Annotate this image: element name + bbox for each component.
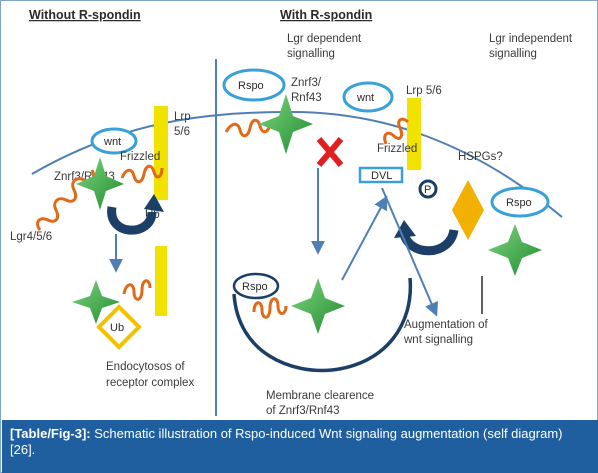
wnt-ellipse-right bbox=[342, 81, 394, 113]
ub-diamond-icon bbox=[96, 304, 142, 350]
frizzled-coil-endocytosed bbox=[122, 279, 152, 301]
heading-with-rspondin: With R-spondin bbox=[280, 8, 372, 22]
membrane-clearance-label-1: Membrane clearence bbox=[266, 390, 374, 402]
lrp-label-left-2: 5/6 bbox=[174, 126, 190, 138]
caption-text: Schematic illustration of Rspo-induced W… bbox=[10, 426, 563, 457]
frizzled-coil-right bbox=[383, 117, 410, 145]
p-label: P bbox=[424, 184, 431, 196]
wnt-label-right: wnt bbox=[356, 92, 374, 104]
cross-icon bbox=[316, 137, 344, 167]
znrf3-star-left-top bbox=[76, 157, 124, 210]
diagram: Without R-spondin With R-spondin Lrp 5/6… bbox=[2, 2, 598, 420]
diagram-canvas: Without R-spondin With R-spondin Lrp 5/6… bbox=[10, 8, 573, 417]
lgr-dependent-label-1: Lgr dependent bbox=[287, 33, 362, 45]
wnt-label-left: wnt bbox=[103, 136, 121, 148]
frizzled-label-right: Frizzled bbox=[377, 143, 417, 155]
lrp-label-right: Lrp 5/6 bbox=[406, 85, 442, 97]
rspo-ellipse-far-right bbox=[490, 186, 550, 218]
rspo-label-top: Rspo bbox=[238, 80, 264, 92]
znrf3-star-endocytosed bbox=[72, 280, 120, 324]
hspg-diamond-icon bbox=[452, 180, 484, 240]
lgr-coil-right bbox=[224, 118, 272, 138]
arrow-to-augmentation bbox=[381, 187, 439, 317]
dvl-label: DVL bbox=[371, 170, 392, 182]
endocytosis-label-2: receptor complex bbox=[106, 377, 194, 389]
endocytosis-label-1: Endocytosos of bbox=[106, 361, 185, 373]
znrf3-star-vesicle bbox=[291, 278, 345, 334]
curved-arrow-right-icon bbox=[399, 228, 459, 256]
frizzled-coil-left bbox=[120, 164, 164, 184]
lrp-bar-right bbox=[407, 98, 421, 170]
rspo-label-vesicle: Rspo bbox=[242, 281, 268, 293]
ub-label-bottom: Ub bbox=[110, 322, 124, 334]
znrf3-label-right-2: Rnf43 bbox=[291, 92, 322, 104]
lgr456-label: Lgr4/5/6 bbox=[10, 231, 52, 243]
p-circle bbox=[418, 179, 438, 199]
lgr-independent-label-1: Lgr independent bbox=[489, 33, 573, 45]
heading-without-rspondin: Without R-spondin bbox=[29, 8, 141, 22]
curved-arrow-left-icon bbox=[107, 206, 157, 235]
rspo-label-far-right: Rspo bbox=[506, 197, 532, 209]
znrf3-label-right-1: Znrf3/ bbox=[291, 77, 322, 89]
znrf3-star-right-top bbox=[259, 94, 313, 154]
dvl-box bbox=[358, 166, 404, 184]
membrane-clearance-label-2: of Znrf3/Rnf43 bbox=[266, 405, 340, 417]
curved-arrow-left-head-icon bbox=[144, 194, 164, 212]
lrp-bar-endocytosed bbox=[155, 246, 167, 316]
lgr-coil-vesicle bbox=[252, 297, 288, 319]
lrp-label-left-1: Lrp bbox=[174, 111, 191, 123]
augmentation-label-2: wnt signalling bbox=[403, 334, 473, 346]
frizzled-label-left: Frizzled bbox=[120, 151, 160, 163]
wnt-ellipse-left bbox=[90, 127, 138, 155]
figure-caption: [Table/Fig-3]: Schematic illustration of… bbox=[2, 420, 598, 473]
hspg-label: HSPGs? bbox=[458, 151, 503, 163]
rspo-ellipse-top bbox=[222, 68, 286, 102]
caption-label: [Table/Fig-3]: bbox=[10, 426, 91, 441]
up-arrow-to-dvl bbox=[341, 195, 388, 281]
rspo-ellipse-vesicle bbox=[232, 272, 280, 300]
curved-arrow-right-head-icon bbox=[394, 220, 416, 238]
znrf3-star-far-right bbox=[488, 224, 542, 276]
lgr-independent-label-2: signalling bbox=[489, 48, 537, 60]
membrane-vesicle bbox=[232, 277, 413, 373]
augmentation-label-1: Augmentation of bbox=[404, 319, 489, 331]
lgr-coil-left bbox=[36, 169, 96, 231]
lgr-dependent-label-2: signalling bbox=[287, 48, 335, 60]
